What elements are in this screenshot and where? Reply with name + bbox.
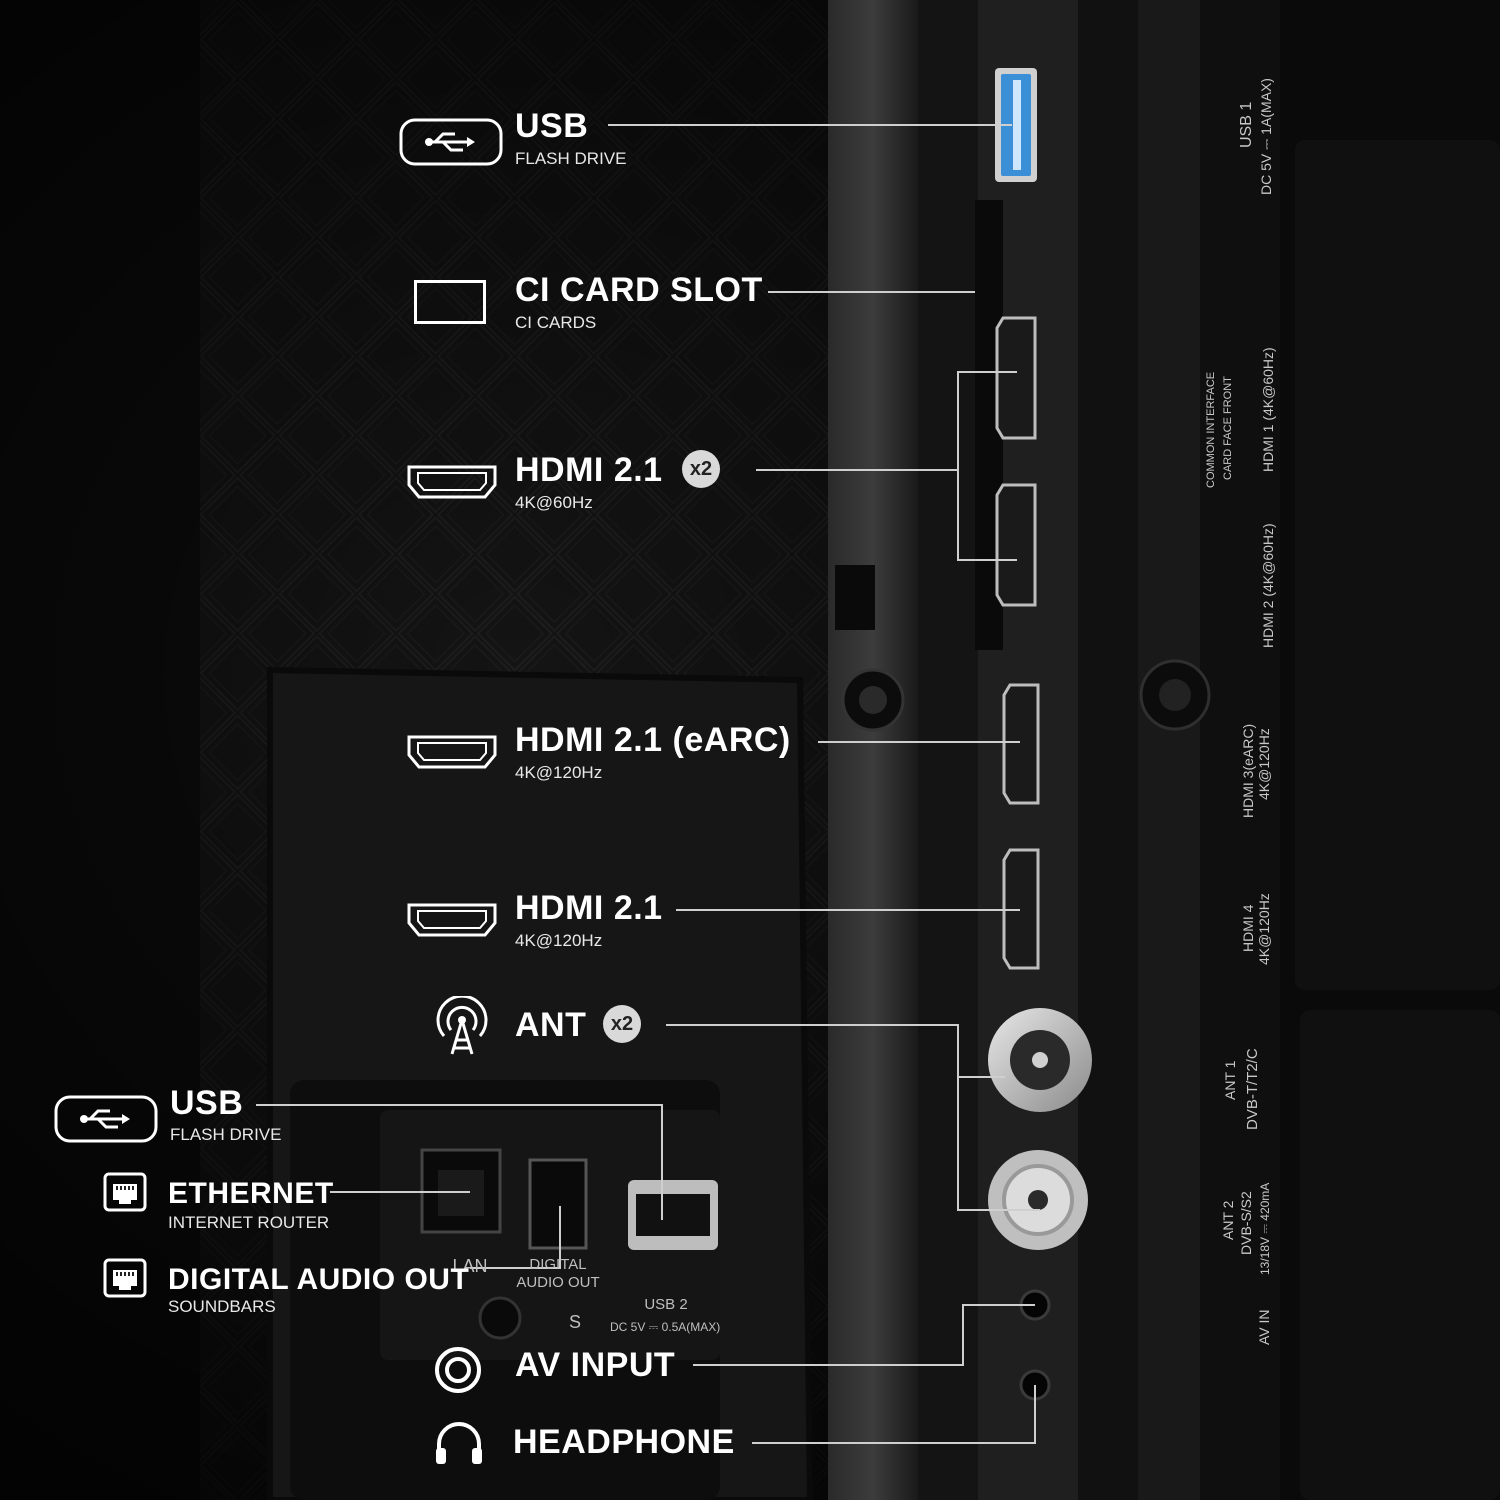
ant-count-badge: x2 xyxy=(603,1005,641,1043)
ethernet-subtitle: INTERNET ROUTER xyxy=(168,1213,330,1232)
panel-lan-label: LAN xyxy=(452,1256,488,1276)
card-slot-icon xyxy=(414,280,486,324)
panel-ant1-label: ANT 1 xyxy=(1222,1060,1238,1100)
panel-hdmi3-rate: 4K@120Hz xyxy=(1256,728,1272,800)
usb-icon xyxy=(54,1095,158,1143)
panel-ant2-std: DVB-S/S2 xyxy=(1238,1191,1254,1255)
usb-bottom-subtitle: FLASH DRIVE xyxy=(170,1125,282,1144)
hdmi-60-count-badge: x2 xyxy=(682,450,720,488)
headphone-icon xyxy=(436,1422,482,1464)
antenna-icon xyxy=(436,996,488,1055)
hdmi-60-title: HDMI 2.1 xyxy=(515,451,663,489)
panel-hdmi1-label: HDMI 1 (4K@60Hz) xyxy=(1260,347,1276,472)
hdmi-60-subtitle: 4K@60Hz xyxy=(515,493,593,512)
panel-usb2-label: USB 2 xyxy=(644,1296,688,1313)
hdmi-120-subtitle: 4K@120Hz xyxy=(515,931,603,950)
hdmi-earc-subtitle: 4K@120Hz xyxy=(515,763,603,782)
panel-hdmi2-label: HDMI 2 (4K@60Hz) xyxy=(1260,523,1276,648)
panel-hdmi4-label: HDMI 4 xyxy=(1240,904,1256,952)
panel-ant2-rating: 13/18V ⎓ 420mA xyxy=(1258,1182,1272,1275)
panel-hdmi3-label: HDMI 3(eARC) xyxy=(1240,723,1256,818)
panel-digital-audio-label: DIGITAL AUDIO OUT xyxy=(516,1256,600,1291)
panel-ci-label-1: COMMON INTERFACE xyxy=(1205,371,1217,488)
digital-audio-subtitle: SOUNDBARS xyxy=(168,1297,276,1316)
panel-hdmi4-rate: 4K@120Hz xyxy=(1256,893,1272,965)
digital-audio-title: DIGITAL AUDIO OUT xyxy=(168,1263,470,1296)
usb-top-subtitle: FLASH DRIVE xyxy=(515,149,627,168)
usb-top-title: USB xyxy=(515,107,589,145)
av-input-icon xyxy=(435,1347,481,1393)
av-input-title: AV INPUT xyxy=(515,1346,676,1384)
panel-usb2-rating: DC 5V ⎓ 0.5A(MAX) xyxy=(610,1320,721,1334)
panel-av-in-label: AV IN xyxy=(1256,1309,1272,1345)
hdmi-earc-title: HDMI 2.1 (eARC) xyxy=(515,721,791,759)
panel-s-mark: S xyxy=(568,1312,581,1332)
hdmi-120-title: HDMI 2.1 xyxy=(515,889,663,927)
usb-icon xyxy=(399,118,503,166)
ant-title: ANT xyxy=(515,1006,587,1044)
panel-usb1-rating: DC 5V ⎓ 1A(MAX) xyxy=(1258,78,1274,195)
panel-ant1-std: DVB-T/T2/C xyxy=(1244,1048,1261,1130)
ci-slot-title: CI CARD SLOT xyxy=(515,271,763,309)
hdmi-icon xyxy=(407,735,497,769)
ethernet-title: ETHERNET xyxy=(168,1177,334,1210)
panel-ant2-label: ANT 2 xyxy=(1220,1200,1236,1240)
panel-usb1-label: USB 1 xyxy=(1238,101,1255,148)
ethernet-icon xyxy=(103,1172,147,1212)
ci-slot-subtitle: CI CARDS xyxy=(515,313,597,332)
headphone-title: HEADPHONE xyxy=(513,1423,735,1461)
hdmi-icon xyxy=(407,903,497,937)
hdmi-icon xyxy=(407,465,497,499)
usb-bottom-title: USB xyxy=(170,1084,244,1122)
ethernet-icon xyxy=(103,1258,147,1298)
panel-ci-label-2: CARD FACE FRONT xyxy=(1222,376,1234,480)
